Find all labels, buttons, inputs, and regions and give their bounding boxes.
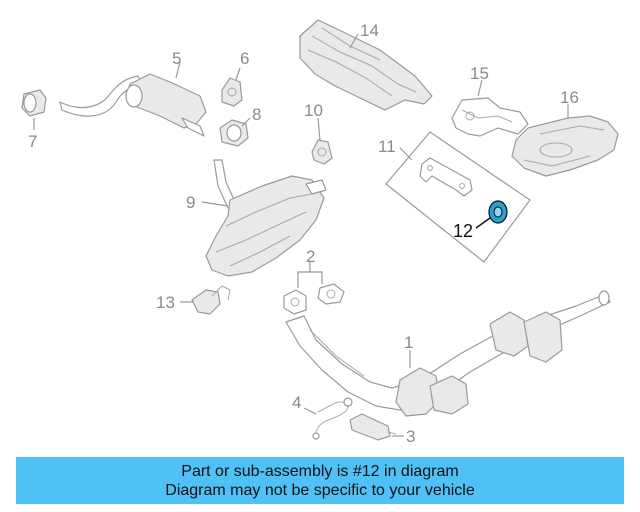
label-2: 2: [306, 247, 315, 266]
info-banner: Part or sub-assembly is #12 in diagram D…: [16, 457, 624, 504]
leader-9: [201, 201, 229, 207]
banner-line-2: Diagram may not be specific to your vehi…: [165, 481, 475, 499]
leader-2: [297, 262, 323, 288]
leader-4: [303, 407, 317, 415]
label-12: 12: [453, 221, 473, 241]
leader-6: [235, 67, 241, 81]
leader-15: [477, 79, 483, 97]
leader-10: [317, 117, 321, 141]
leader-5: [175, 61, 181, 79]
part-3-sensor[interactable]: [349, 413, 397, 441]
leader-12: [475, 217, 491, 229]
leader-14: [349, 33, 359, 49]
banner-line-1: Part or sub-assembly is #12 in diagram: [181, 462, 459, 480]
label-7: 7: [28, 132, 37, 151]
label-8: 8: [252, 105, 261, 124]
part-16-heat-shield-plate[interactable]: [511, 115, 619, 177]
part-4-oxygen-sensor[interactable]: [312, 397, 353, 441]
part-6-hanger[interactable]: [221, 77, 243, 107]
part-11-mounting-kit-box[interactable]: [385, 131, 531, 263]
label-13: 13: [156, 293, 175, 312]
leader-11: [399, 147, 413, 161]
part-14-heat-shield[interactable]: [299, 19, 433, 111]
part-15-bracket[interactable]: [451, 97, 529, 137]
part-12-bushing-highlighted[interactable]: [488, 200, 508, 224]
label-5: 5: [172, 49, 181, 68]
label-16: 16: [560, 88, 579, 107]
exhaust-parts-diagram: 14 15 16 5 7 6 8: [21, 19, 619, 446]
label-6: 6: [240, 49, 249, 68]
part-9-intermediate-muffler[interactable]: [205, 159, 327, 277]
label-9: 9: [186, 193, 195, 212]
label-11: 11: [378, 137, 396, 156]
label-14: 14: [360, 21, 379, 40]
label-15: 15: [470, 64, 489, 83]
part-2-gaskets[interactable]: [283, 283, 345, 315]
part-1-front-pipe-converter[interactable]: [285, 290, 611, 417]
label-4: 4: [292, 393, 301, 412]
leader-8: [241, 117, 251, 127]
part-5-rear-muffler[interactable]: [59, 73, 207, 137]
part-7-clamp[interactable]: [21, 89, 47, 117]
label-3: 3: [406, 427, 415, 446]
part-13-sensor[interactable]: [191, 285, 231, 315]
part-8-clamp[interactable]: [219, 119, 249, 147]
label-10: 10: [304, 101, 323, 120]
part-10-hanger[interactable]: [311, 139, 333, 165]
label-1: 1: [404, 333, 413, 352]
